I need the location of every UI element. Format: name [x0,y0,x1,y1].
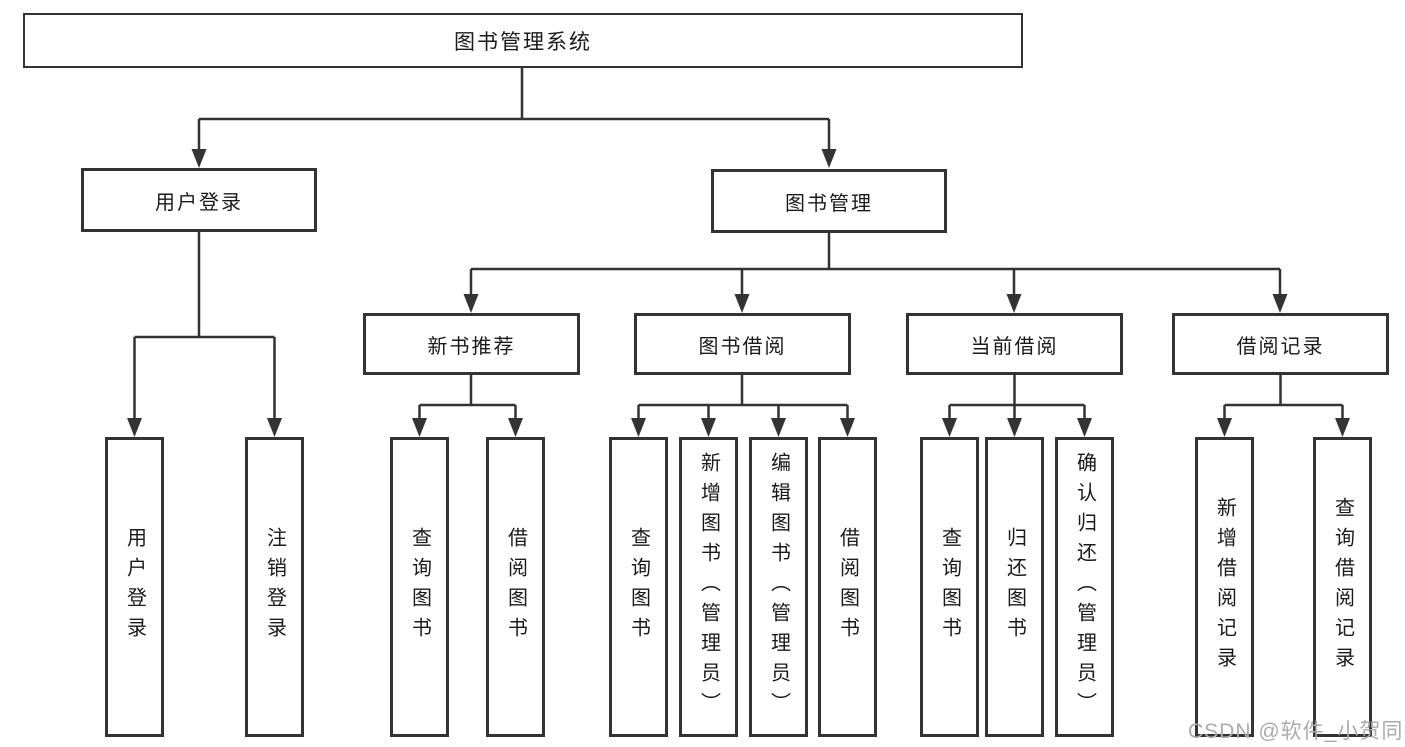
connector-line [133,232,276,421]
arrow-down-icon [127,418,142,437]
arrow-down-icon [821,149,837,168]
leaf-query-book-1: 查询图书 [390,437,449,737]
arrow-down-icon [942,418,957,437]
arrow-down-icon [1217,418,1232,437]
arrow-down-icon [267,418,282,437]
leaf-query-borrow-record: 查询借阅记录 [1313,437,1372,737]
arrow-down-icon [412,418,427,437]
arrow-down-icon [631,418,646,437]
connector-line [1223,375,1344,421]
node-borrow-record: 借阅记录 [1172,313,1389,375]
arrow-down-icon [840,418,855,437]
node-current-borrow: 当前借阅 [906,313,1123,375]
arrow-down-icon [734,294,750,313]
csdn-watermark: CSDN @软件_小贺同学 [1188,720,1405,743]
arrow-down-icon [771,418,786,437]
arrow-down-icon [1272,294,1288,313]
arrow-down-icon [1077,418,1092,437]
node-book-management: 图书管理 [711,169,947,233]
arrow-down-icon [1335,418,1350,437]
connector-line [948,375,1086,421]
leaf-borrow-book-2: 借阅图书 [818,437,877,737]
node-user-login: 用户登录 [81,168,317,232]
node-book-borrow: 图书借阅 [634,313,851,375]
node-library-management-system: 图书管理系统 [23,13,1023,68]
leaf-borrow-book-1: 借阅图书 [486,437,545,737]
arrow-down-icon [701,418,716,437]
leaf-confirm-return-admin: 确认归还（管理员） [1055,437,1114,737]
leaf-add-borrow-record: 新增借阅记录 [1195,437,1254,737]
leaf-query-book-3: 查询图书 [920,437,979,737]
arrow-down-icon [191,149,207,168]
arrow-down-icon [1006,294,1022,313]
node-new-book-recommend: 新书推荐 [363,313,580,375]
leaf-add-book-admin: 新增图书（管理员） [679,437,738,737]
leaf-return-book: 归还图书 [985,437,1044,737]
arrow-down-icon [463,294,479,313]
arrow-down-icon [1007,418,1022,437]
leaf-logout: 注销登录 [245,437,304,737]
connector-line [469,233,1282,297]
connector-line [637,375,849,421]
leaf-user-login: 用户登录 [105,437,164,737]
connector-line [418,375,517,421]
leaf-query-book-2: 查询图书 [609,437,668,737]
arrow-down-icon [508,418,523,437]
leaf-edit-book-admin: 编辑图书（管理员） [749,437,808,737]
connector-line [197,68,831,152]
